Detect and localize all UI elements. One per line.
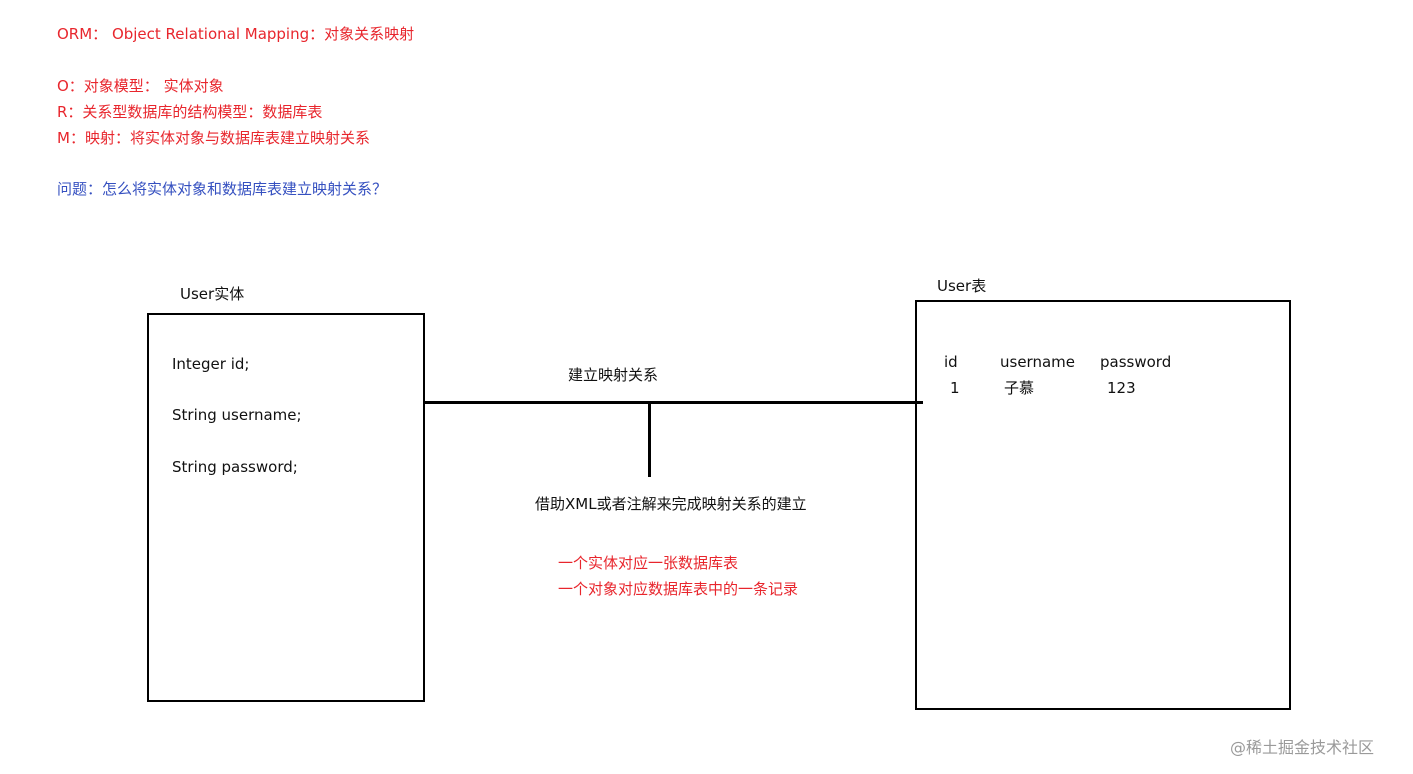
table-box: id username password 1 子慕 123 <box>915 300 1291 710</box>
cell-password: 123 <box>1107 379 1136 397</box>
orm-definition: ORM： Object Relational Mapping：对象关系映射 <box>57 25 415 43</box>
mapping-connector-line <box>425 401 923 404</box>
object-definition: O：对象模型： 实体对象 <box>57 77 224 95</box>
entity-field: String username; <box>172 406 302 424</box>
entity-field: Integer id; <box>172 355 250 373</box>
mapping-note: 一个实体对应一张数据库表 <box>558 554 739 572</box>
column-header-password: password <box>1100 353 1172 371</box>
mapping-note: 一个对象对应数据库表中的一条记录 <box>558 580 799 598</box>
mapping-branch-line <box>648 401 651 477</box>
mapping-definition: M：映射：将实体对象与数据库表建立映射关系 <box>57 129 370 147</box>
table-title: User表 <box>937 277 987 295</box>
mapping-label: 建立映射关系 <box>568 366 659 384</box>
cell-id: 1 <box>950 379 960 397</box>
column-header-username: username <box>1000 353 1075 371</box>
watermark: @稀土掘金技术社区 <box>1230 738 1375 757</box>
column-header-id: id <box>944 353 958 371</box>
mapping-means: 借助XML或者注解来完成映射关系的建立 <box>535 495 807 513</box>
entity-field: String password; <box>172 458 298 476</box>
relational-definition: R：关系型数据库的结构模型：数据库表 <box>57 103 323 121</box>
question-text: 问题：怎么将实体对象和数据库表建立映射关系？ <box>57 180 388 198</box>
cell-username: 子慕 <box>1004 379 1035 397</box>
entity-title: User实体 <box>180 285 245 303</box>
entity-box: Integer id; String username; String pass… <box>147 313 425 702</box>
